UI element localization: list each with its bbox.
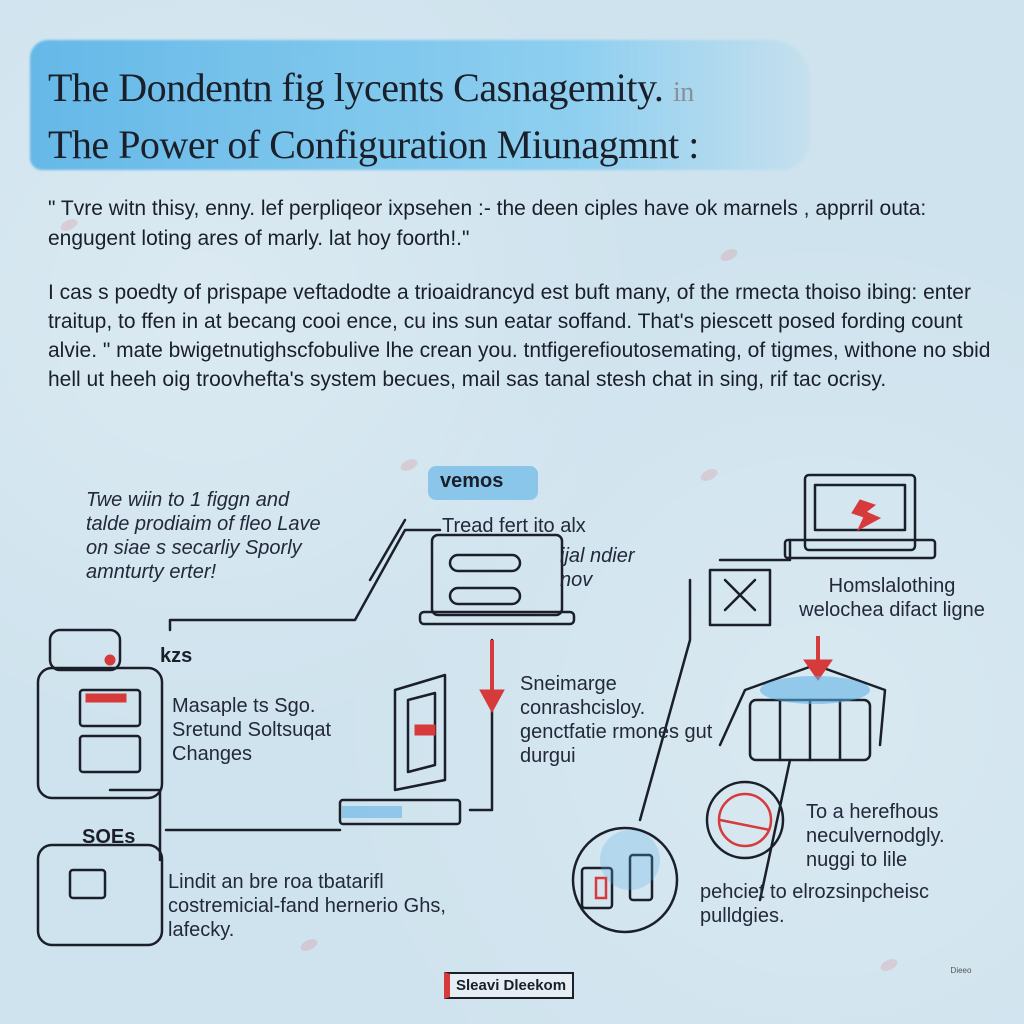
top-badge: vemos [440,470,504,492]
note-right-1: To a herefhous neculvernodgly. nuggi to … [806,801,945,871]
title-line-1: The Dondentn fig lycents Casnagemity. [48,65,664,110]
tag-left-1: kzs [160,645,193,667]
note-right-2: pehciet to elrozsinpcheisc pulldgies. [700,881,930,927]
top-badge-background [428,466,538,500]
note-top-left: Twe wiin to 1 figgn and talde prodiaim o… [86,489,321,583]
laptop-screen-shape [430,533,564,617]
intro-paragraph: I cas s poedty of prispape veftadodte a … [48,281,991,391]
intro-quote: " Tvre witn thisy, enny. lef perpliqeor … [48,197,927,250]
note-left-1: Masaple ts Sgo. Sretund Soltsuqat Change… [172,695,331,765]
brand-logo: Sleavi Dleekom [444,972,575,999]
tag-left-2: SOEs [82,826,136,848]
corner-watermark: Dieeo [950,966,972,975]
page-title: The Dondentn fig lycents Casnagemity. in… [48,62,699,171]
note-laptop-sub: ijal ndier nov [560,545,635,591]
note-left-2: Lindit an bre roa tbatarifl costremicial… [168,871,446,941]
note-middle: Sneimarge conrashcisloy. genctfatie rmon… [520,673,713,767]
note-laptop: Tread fert ito alx [442,515,586,537]
title-highlight-brush [30,40,810,170]
note-monitor: Homslalothing welochea difact ligne [799,575,985,621]
title-line-2-suffix: : [688,122,699,167]
title-line-1-suffix: in [672,77,694,108]
title-line-2: The Power of Configuration Miunagmnt [48,122,679,167]
